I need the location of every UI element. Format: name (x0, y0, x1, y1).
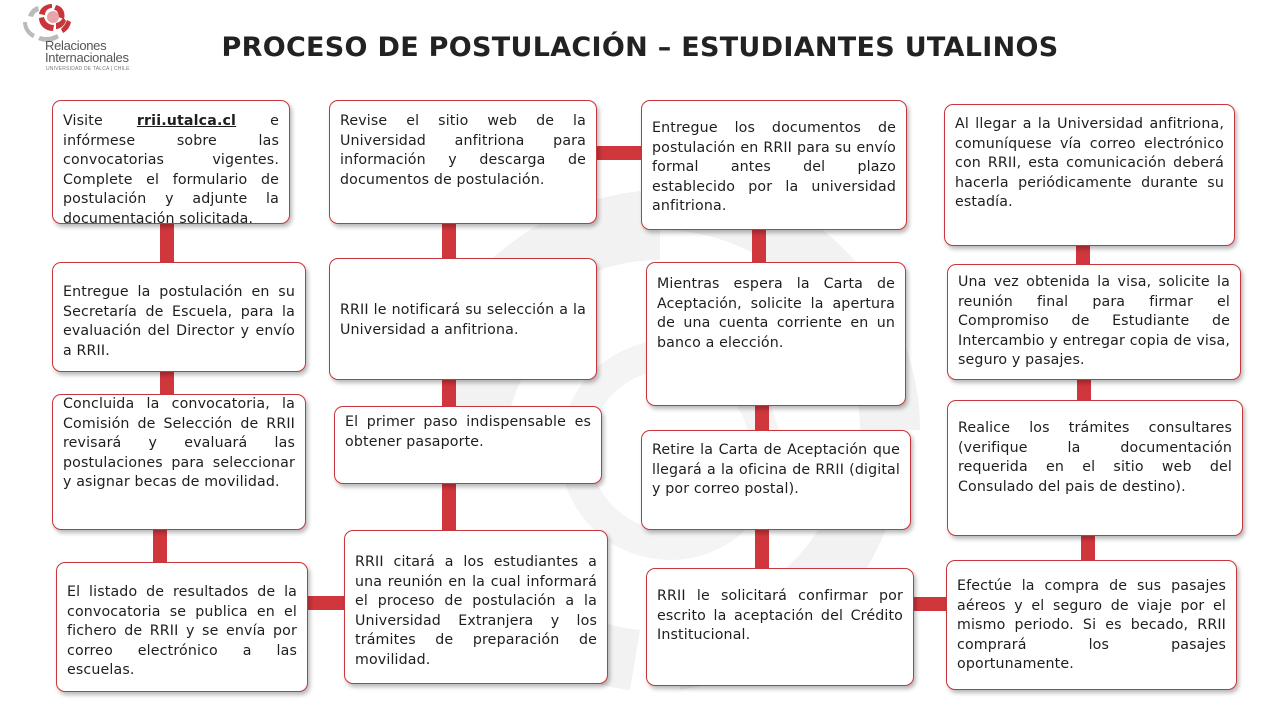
step-text-c2-3: El primer paso indispensable es obtener … (345, 414, 591, 450)
logo-text-university: UNIVERSIDAD DE TALCA | CHILE (46, 66, 130, 72)
step-text-c2-2: RRII le notificará su selección a la Uni… (340, 302, 586, 338)
step-box-c4-2: Una vez obtenida la visa, solicite la re… (947, 264, 1241, 380)
connector-c4-2-1 (1076, 244, 1090, 266)
step-text-c1-3: Concluida la convocatoria, la Comisión d… (63, 396, 295, 490)
step-box-c1-2: Entregue la postulación en su Secretaría… (52, 262, 306, 372)
step-box-c4-1: Al llegar a la Universidad anfitriona, c… (944, 104, 1235, 246)
step-box-c1-4: El listado de resultados de la convocato… (56, 562, 308, 692)
page-title: PROCESO DE POSTULACIÓN – ESTUDIANTES UTA… (221, 32, 1059, 63)
step-box-c2-3: El primer paso indispensable es obtener … (334, 406, 602, 484)
step-text-c3-2: Mientras espera la Carta de Aceptación, … (657, 276, 895, 351)
step-text-c3-1: Entregue los documentos de postulación e… (652, 120, 896, 214)
connector-c2-2-1 (442, 222, 456, 260)
step-box-c3-4: RRII le solicitará confirmar por escrito… (646, 568, 914, 686)
step-box-c1-1: Visite rrii.utalca.cl e infórmese sobre … (52, 100, 290, 227)
step-box-c2-4: RRII citará a los estudiantes a una reun… (344, 530, 608, 684)
step-box-c3-2: Mientras espera la Carta de Aceptación, … (646, 262, 906, 406)
step-box-c4-4: Efectúe la compra de sus pasajes aéreos … (946, 560, 1237, 690)
step-box-c3-1: Entregue los documentos de postulación e… (641, 100, 907, 230)
connector-c1-c2-bottom (307, 596, 347, 610)
connector-c1-1-2 (160, 222, 174, 264)
rrii-website-link[interactable]: rrii.utalca.cl (136, 113, 237, 129)
step-text-c3-4: RRII le solicitará confirmar por escrito… (657, 588, 903, 643)
connector-c3-2-3 (755, 404, 769, 432)
connector-c2-c3-top (595, 146, 643, 160)
step-box-c4-3: Realice los trámites consultares (verifi… (947, 400, 1243, 536)
step-text-c4-3: Realice los trámites consultares (verifi… (958, 420, 1232, 495)
logo-text-internacionales: Internacionales (45, 50, 129, 65)
step-text-c4-4: Efectúe la compra de sus pasajes aéreos … (957, 578, 1226, 672)
step-text-c2-1: Revise el sitio web de la Universidad an… (340, 113, 586, 188)
step-box-c2-2: RRII le notificará su selección a la Uni… (329, 258, 597, 380)
connector-c4-4-3 (1081, 534, 1095, 562)
connector-c2-4-3 (442, 481, 456, 531)
connector-c4-3-2 (1077, 378, 1091, 402)
connector-c1-3-4 (153, 528, 167, 564)
step-box-c3-3: Retire la Carta de Aceptación que llegar… (641, 430, 911, 530)
relaciones-internacionales-logo (23, 4, 71, 42)
step-box-c2-1: Revise el sitio web de la Universidad an… (329, 100, 597, 224)
step-text-visit-prefix: Visite (63, 113, 137, 129)
step-text-c2-4: RRII citará a los estudiantes a una reun… (355, 554, 597, 668)
connector-c3-c4-bottom (912, 597, 950, 611)
step-text-c3-3: Retire la Carta de Aceptación que llegar… (652, 442, 900, 497)
step-text-visit-rest: e infórmese sobre las convocatorias vige… (63, 113, 279, 227)
step-text-c4-2: Una vez obtenida la visa, solicite la re… (958, 274, 1230, 368)
connector-c3-1-2 (752, 228, 766, 264)
connector-c2-3-2 (442, 378, 456, 408)
step-box-c1-3: Concluida la convocatoria, la Comisión d… (52, 394, 306, 530)
step-text-c4-1: Al llegar a la Universidad anfitriona, c… (955, 116, 1224, 210)
logo-text-relaciones: Relaciones (45, 38, 107, 53)
step-text-c1-2: Entregue la postulación en su Secretaría… (63, 284, 295, 359)
step-text-c1-4: El listado de resultados de la convocato… (67, 584, 297, 678)
connector-c3-3-4 (755, 528, 769, 570)
connector-c1-2-3 (160, 370, 174, 396)
